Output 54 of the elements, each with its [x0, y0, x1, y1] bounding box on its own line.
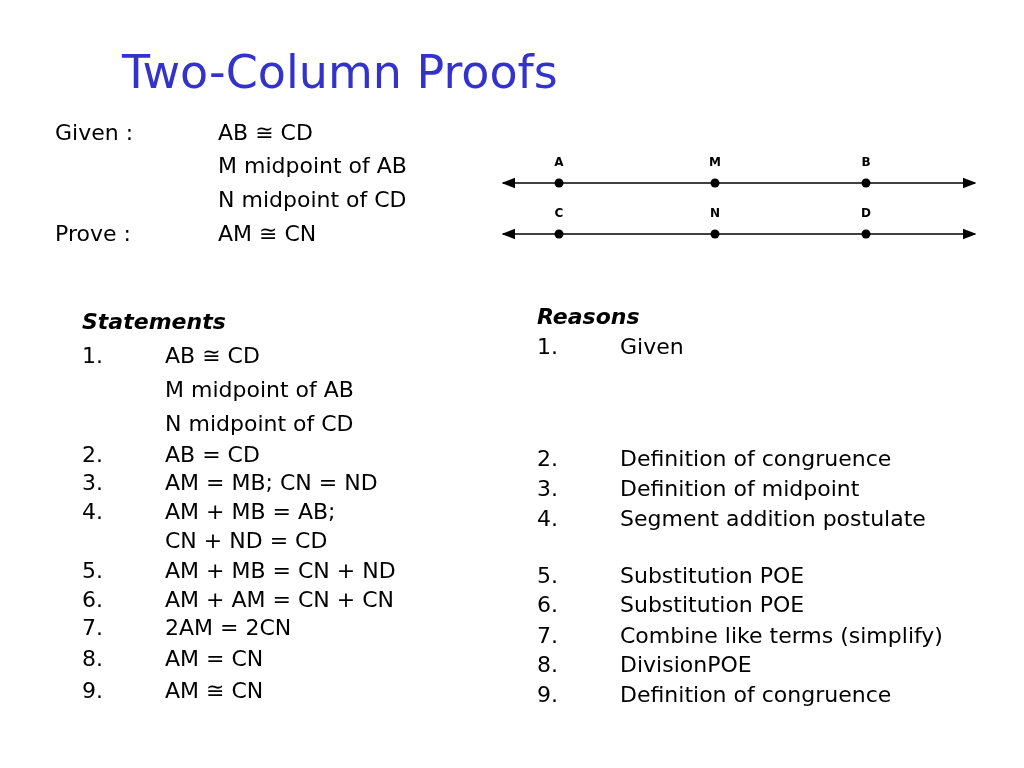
statement-text: AM + MB = AB; — [165, 499, 336, 525]
point-label: B — [861, 156, 871, 170]
reason-text: Given — [620, 334, 684, 360]
statement-text: N midpoint of CD — [165, 411, 354, 437]
step-number: 4. — [537, 506, 558, 532]
statement-text: AM = MB; CN = ND — [165, 470, 378, 496]
step-number: 3. — [82, 470, 103, 496]
prove-label: Prove : — [55, 221, 131, 247]
given-statement: M midpoint of AB — [218, 153, 407, 179]
step-number: 8. — [82, 646, 103, 672]
step-number: 7. — [537, 623, 558, 649]
given-statement: AB ≅ CD — [218, 120, 313, 146]
column-heading: Statements — [82, 309, 226, 335]
column-heading: Reasons — [537, 304, 640, 330]
prove-statement: AM ≅ CN — [218, 221, 317, 247]
point-label: N — [710, 207, 720, 221]
step-number: 5. — [537, 563, 558, 589]
step-number: 6. — [82, 587, 103, 613]
reason-text: Definition of congruence — [620, 682, 892, 708]
slide-title: Two-Column Proofs — [122, 46, 558, 98]
statement-text: AM = CN — [165, 646, 264, 672]
given-label: Given : — [55, 120, 134, 146]
step-number: 1. — [537, 334, 558, 360]
reason-text: Definition of congruence — [620, 446, 892, 472]
step-number: 7. — [82, 615, 103, 641]
statement-text: CN + ND = CD — [165, 528, 328, 554]
statement-text: 2AM = 2CN — [165, 615, 292, 641]
step-number: 1. — [82, 343, 103, 369]
point-label: D — [861, 207, 871, 221]
reason-text: Substitution POE — [620, 592, 805, 618]
reason-text: Substitution POE — [620, 563, 805, 589]
step-number: 3. — [537, 476, 558, 502]
given-statement: N midpoint of CD — [218, 187, 407, 213]
statement-text: AM ≅ CN — [165, 678, 264, 704]
step-number: 4. — [82, 499, 103, 525]
reason-text: Definition of midpoint — [620, 476, 860, 502]
step-number: 6. — [537, 592, 558, 618]
step-number: 2. — [537, 446, 558, 472]
statement-text: AM + MB = CN + ND — [165, 558, 396, 584]
point-label: M — [709, 156, 721, 170]
reason-text: Segment addition postulate — [620, 506, 926, 532]
point-label: A — [554, 156, 564, 170]
statement-text: AB = CD — [165, 442, 260, 468]
statement-text: AM + AM = CN + CN — [165, 587, 394, 613]
step-number: 8. — [537, 652, 558, 678]
reason-text: Combine like terms (simplify) — [620, 623, 943, 649]
step-number: 9. — [82, 678, 103, 704]
reason-text: DivisionPOE — [620, 652, 752, 678]
step-number: 2. — [82, 442, 103, 468]
statement-text: AB ≅ CD — [165, 343, 260, 369]
point-label: C — [554, 207, 564, 221]
statement-text: M midpoint of AB — [165, 377, 354, 403]
step-number: 9. — [537, 682, 558, 708]
step-number: 5. — [82, 558, 103, 584]
